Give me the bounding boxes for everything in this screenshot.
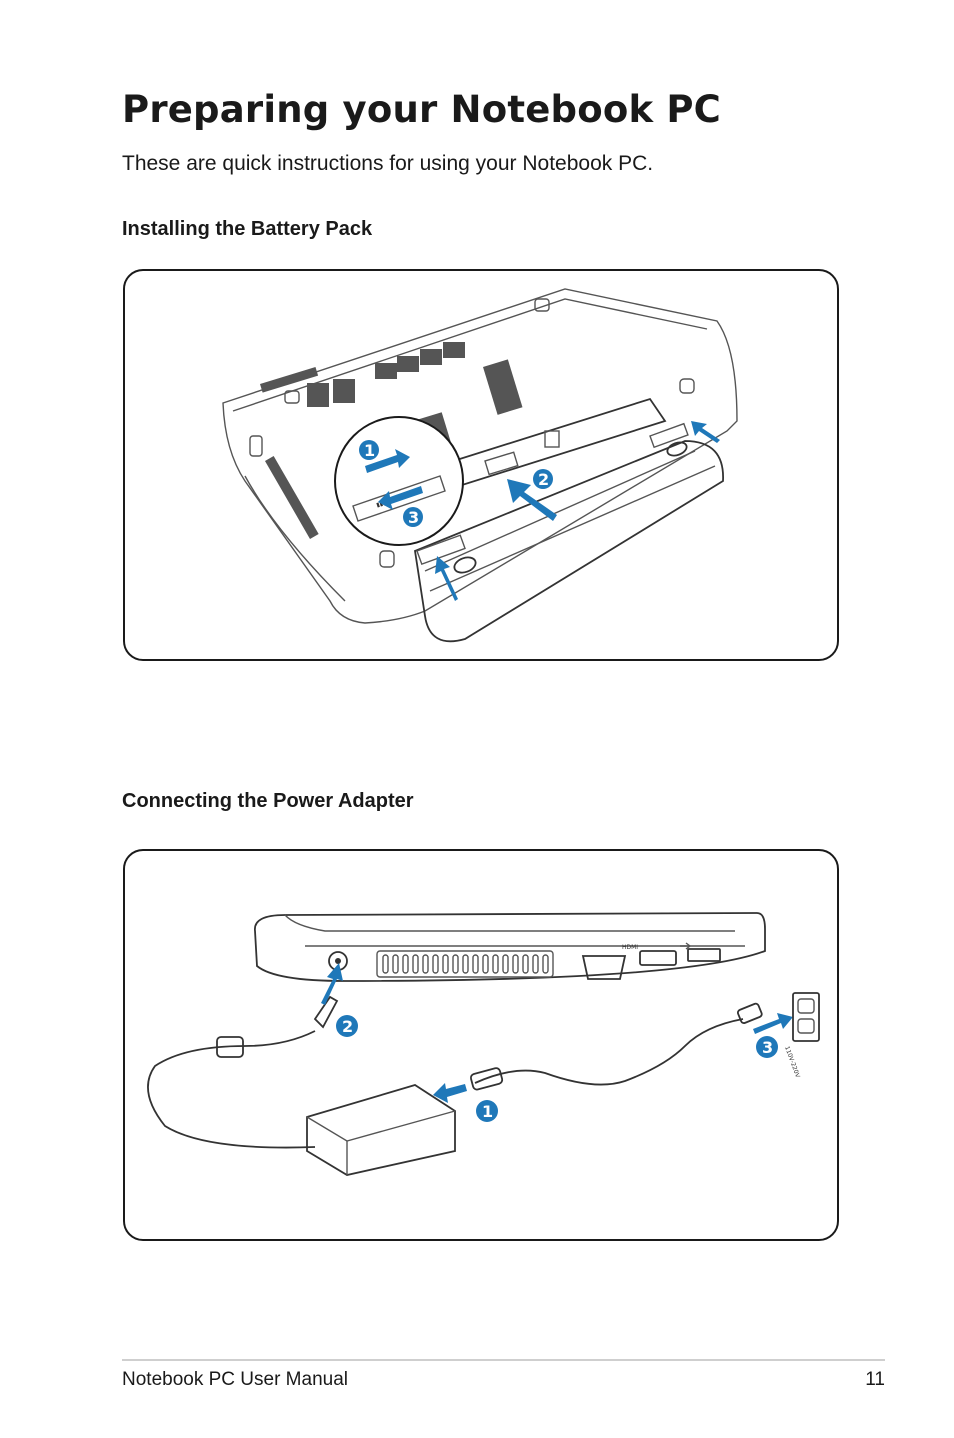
vent-slot (432, 954, 439, 974)
vga-port (581, 955, 627, 980)
step-badge-3: 3 (403, 507, 423, 527)
svg-text:3: 3 (408, 508, 419, 527)
battery-diagram: ▮▮▮▮▮▮▮ 1 2 3 (222, 288, 738, 643)
vent-slot (472, 954, 479, 974)
insert-arrow (507, 479, 557, 521)
svg-text:3: 3 (762, 1038, 773, 1057)
vent-slot (542, 954, 549, 974)
vent-slot (532, 954, 539, 974)
ac-plug (737, 1002, 763, 1024)
latch-arrow-left (435, 556, 458, 601)
vent-slot (452, 954, 459, 974)
power-step-badge-3: 3 (756, 1036, 778, 1058)
ac-cord-connector (469, 1067, 504, 1091)
ac-cable (474, 1018, 744, 1086)
vent-slot (502, 954, 509, 974)
vent-slot (522, 954, 529, 974)
latch-zoom-callout: ▮▮▮▮▮▮▮ (334, 416, 464, 546)
vent-slot (462, 954, 469, 974)
power-step-badge-1: 1 (476, 1100, 498, 1122)
latch-arrow-right (691, 421, 720, 443)
svg-text:1: 1 (364, 441, 375, 460)
vent-slot (442, 954, 449, 974)
vent-slot (402, 954, 409, 974)
footer-divider (122, 1359, 885, 1361)
svg-text:110V-220V: 110V-220V (783, 1045, 801, 1079)
step-badge-2: 2 (533, 469, 553, 489)
hdmi-port: HDMI (622, 944, 677, 966)
svg-text:1: 1 (482, 1102, 493, 1121)
dc-plug-arrow (321, 963, 343, 1005)
footer-manual-name: Notebook PC User Manual (122, 1369, 348, 1390)
ferrite-core (216, 1036, 244, 1058)
vent-slot (512, 954, 519, 974)
battery-latch-right (649, 422, 689, 457)
battery-section-heading: Installing the Battery Pack (122, 218, 373, 240)
ac-cord-arrow (433, 1083, 467, 1103)
notebook-base-outline (222, 288, 738, 624)
side-vent (376, 950, 554, 978)
dc-cable (147, 1030, 316, 1149)
vent-slot (482, 954, 489, 974)
vent-slot (492, 954, 499, 974)
battery-latch-left (416, 534, 477, 574)
svg-text:HDMI: HDMI (622, 944, 638, 951)
vent-slot (412, 954, 419, 974)
vent-slot (392, 954, 399, 974)
wall-outlet: 110V-220V (783, 992, 820, 1079)
rubber-feet (249, 298, 695, 568)
battery-pack (414, 440, 724, 643)
power-step-badge-2: 2 (336, 1015, 358, 1037)
intro-text: These are quick instructions for using y… (122, 152, 654, 175)
vent-slot (382, 954, 389, 974)
svg-text:2: 2 (342, 1017, 353, 1036)
vent-slot (422, 954, 429, 974)
svg-text:2: 2 (538, 470, 549, 489)
power-adapter-illustration: HDMI 11 (123, 849, 839, 1241)
page-title: Preparing your Notebook PC (122, 88, 722, 131)
power-section-heading: Connecting the Power Adapter (122, 790, 414, 812)
notebook-side (254, 912, 766, 982)
usb-port (680, 942, 721, 962)
power-adapter-brick (306, 1084, 456, 1176)
battery-illustration: ▮▮▮▮▮▮▮ 1 2 3 (123, 269, 839, 661)
ac-plug-arrow (753, 1013, 793, 1034)
footer-page-number: 11 (865, 1369, 885, 1390)
power-diagram: HDMI 11 (147, 912, 820, 1176)
step-badge-1: 1 (359, 440, 379, 460)
